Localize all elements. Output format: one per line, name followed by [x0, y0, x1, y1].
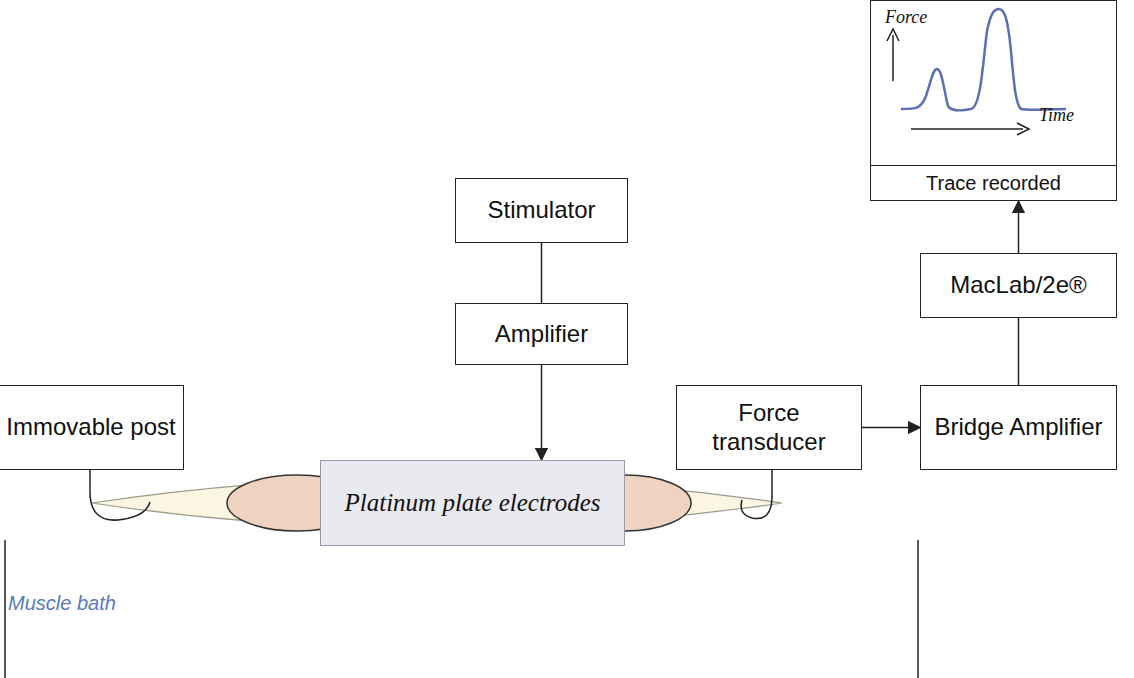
axis-label: Force [885, 7, 927, 29]
bath-wall [4, 540, 6, 678]
connector [862, 427, 920, 429]
output-box: Trace recorded [870, 165, 1117, 201]
connector [541, 243, 543, 303]
connector [541, 365, 543, 460]
axis-arrow [892, 35, 894, 81]
box-text: Immovable post [0, 413, 181, 442]
device-box: Stimulator [455, 178, 628, 243]
box-text: Force transducer [677, 399, 861, 457]
box-text: Stimulator [481, 196, 601, 225]
device-box: MacLab/2e® [920, 253, 1117, 318]
device-box: Bridge Amplifier [920, 385, 1117, 470]
region-label: Muscle bath [8, 592, 116, 615]
box-text: Platinum plate electrodes [339, 488, 607, 518]
box-text: Bridge Amplifier [928, 413, 1108, 442]
axis-arrow [1017, 123, 1029, 135]
box-text: Trace recorded [920, 171, 1067, 195]
hook [90, 470, 150, 520]
box-text: MacLab/2e® [944, 271, 1092, 300]
device-box: Force transducer [676, 385, 862, 470]
bath-wall [917, 540, 919, 678]
axis-label: Time [1039, 105, 1074, 127]
support-box: Immovable post [0, 385, 184, 470]
axis-arrow [911, 128, 1023, 130]
electrode-box: Platinum plate electrodes [320, 460, 625, 546]
trace-chart: ForceTime [870, 0, 1117, 166]
device-box: Amplifier [455, 303, 628, 365]
box-text: Amplifier [489, 320, 594, 349]
hook [741, 470, 772, 519]
connector [1018, 318, 1020, 385]
axis-arrow [887, 29, 899, 41]
connector [1018, 201, 1020, 253]
